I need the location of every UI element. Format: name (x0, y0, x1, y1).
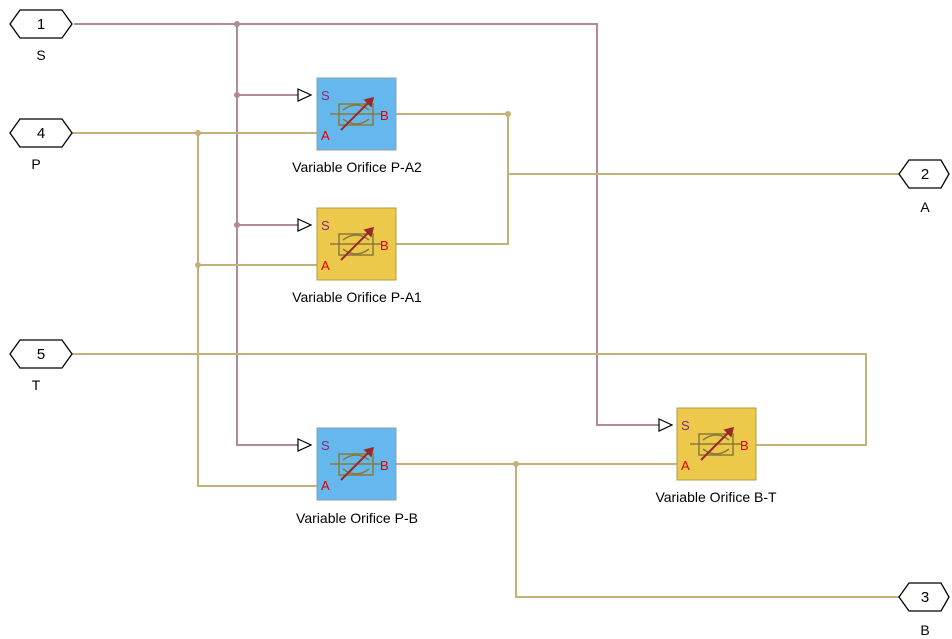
junction-dot (505, 111, 511, 117)
junction-dot (234, 92, 240, 98)
p-wire-branch (197, 133, 317, 487)
port-number: 4 (37, 125, 45, 142)
signal-lines (74, 23, 659, 446)
pin-b: B (380, 238, 389, 253)
port-number: 5 (37, 346, 45, 363)
port-label: S (36, 47, 45, 63)
port-label: T (32, 377, 41, 393)
junction-dot (234, 21, 240, 27)
port-label: A (920, 199, 930, 215)
variable-orifice-icon (330, 446, 382, 481)
port-hexagon-icon (898, 159, 950, 189)
block-orifice-p-b[interactable]: S A B (316, 427, 397, 501)
pin-b: B (380, 458, 389, 473)
signal-input-arrow-icon (658, 418, 674, 432)
pin-a: A (321, 258, 330, 273)
block-label: Variable Orifice B-T (655, 489, 777, 505)
signal-input-arrow-icon (297, 88, 313, 102)
signal-arrows (297, 88, 674, 452)
port-2[interactable]: 2 A (898, 159, 950, 215)
block-label: Variable Orifice P-A1 (292, 289, 422, 305)
port-hexagon-icon (9, 118, 73, 148)
port-hexagon-icon (9, 9, 73, 39)
pin-b: B (740, 438, 749, 453)
block-orifice-p-a2[interactable]: S A B (316, 77, 397, 151)
variable-orifice-icon (690, 426, 742, 461)
block-orifice-p-a1[interactable]: S A B (316, 207, 397, 281)
pin-s: S (321, 218, 330, 233)
port-1[interactable]: 1 S (9, 9, 73, 63)
junction-dot (234, 222, 240, 228)
pin-a: A (681, 458, 690, 473)
variable-orifice-icon (330, 226, 382, 261)
junctions (195, 21, 519, 467)
pin-a: A (321, 128, 330, 143)
junction-dot (195, 262, 201, 268)
port-number: 3 (921, 589, 929, 606)
junction-dot (195, 130, 201, 136)
port-number: 1 (37, 16, 45, 33)
port-label: P (31, 156, 40, 172)
port-number: 2 (921, 166, 929, 183)
hydraulic-lines (70, 113, 901, 598)
block-label: Variable Orifice P-B (296, 510, 418, 526)
pin-s: S (321, 438, 330, 453)
port-3[interactable]: 3 B (898, 582, 950, 638)
signal-wire-main (74, 23, 659, 426)
block-orifice-b-t[interactable]: S A B (676, 407, 757, 481)
port-4[interactable]: 4 P (9, 118, 73, 172)
pin-a: A (321, 478, 330, 493)
port-hexagon-icon (898, 582, 950, 612)
port-hexagon-icon (9, 339, 73, 369)
t-wire (70, 353, 867, 446)
a-wire-from-p-a2 (396, 113, 509, 245)
junction-dot (513, 461, 519, 467)
block-label: Variable Orifice P-A2 (292, 159, 422, 175)
variable-orifice-icon (330, 96, 382, 131)
signal-input-arrow-icon (297, 438, 313, 452)
pin-s: S (321, 88, 330, 103)
port-5[interactable]: 5 T (9, 339, 73, 393)
port-label: B (920, 622, 929, 638)
signal-wire-branch (236, 24, 298, 446)
b-wire-to-port (515, 464, 901, 598)
pin-s: S (681, 418, 690, 433)
signal-input-arrow-icon (297, 218, 313, 232)
pin-b: B (380, 108, 389, 123)
